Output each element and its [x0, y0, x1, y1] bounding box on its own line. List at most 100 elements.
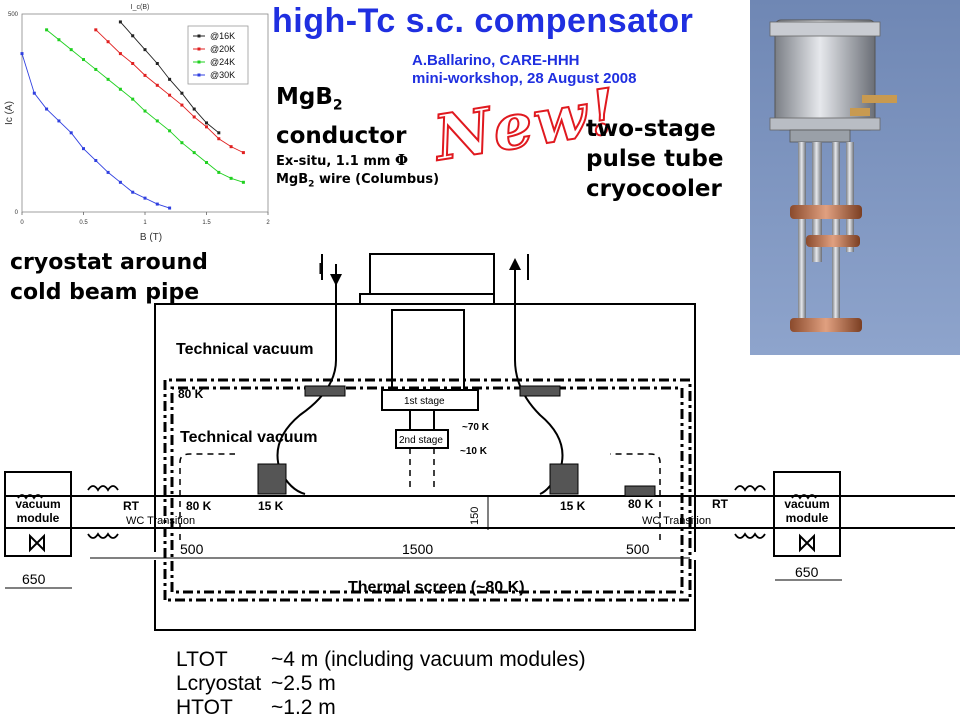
data-point	[168, 206, 172, 210]
label-dim-650-left: 650	[22, 571, 46, 587]
label-dim-1500: 1500	[402, 541, 433, 557]
cryostat-line-1: cryostat around	[10, 250, 208, 275]
data-point	[82, 147, 85, 151]
label-stage-1: 1st stage	[404, 396, 445, 407]
wire-spec-line-2: MgB2 wire (Columbus)	[276, 172, 440, 190]
data-point	[217, 137, 221, 141]
data-point	[155, 119, 159, 123]
conductor-label: MgB2 conductor	[276, 82, 406, 151]
module-left-coil	[17, 494, 43, 500]
current-lead-left	[276, 264, 337, 495]
data-point	[241, 180, 245, 184]
data-point	[45, 28, 49, 32]
data-point	[180, 91, 184, 95]
label-wc-left: WC Transition	[126, 515, 195, 527]
legend-label: @24K	[210, 57, 235, 67]
label-dim-150: 150	[469, 507, 481, 525]
legend-label: @16K	[210, 31, 235, 41]
data-point	[118, 87, 122, 91]
vacuum-module-left	[4, 471, 72, 557]
y-tick-label: 0	[15, 210, 19, 216]
data-point	[118, 52, 122, 56]
data-point	[106, 40, 110, 44]
cryostat-line-2: cold beam pipe	[10, 280, 200, 305]
arrow-up-icon	[509, 258, 521, 270]
label-dim-650-right: 650	[795, 564, 819, 580]
data-point	[192, 115, 196, 119]
data-point	[106, 170, 110, 174]
module-right-coil	[791, 494, 817, 500]
data-point	[229, 176, 233, 180]
chart-title: I_c(B)	[131, 4, 150, 11]
pulse-tube-body	[391, 309, 465, 391]
author-credit: A.Ballarino, CARE-HHH mini-workshop, 28 …	[412, 52, 637, 88]
stage-2-box	[395, 429, 449, 449]
cold-head-flange	[359, 293, 495, 305]
data-point	[143, 73, 147, 77]
summary-value: ~2.5 m	[271, 672, 336, 695]
coil-left-bottom	[87, 532, 119, 539]
credit-line-1: A.Ballarino, CARE-HHH	[412, 52, 580, 69]
inner-screen-left	[179, 453, 235, 540]
data-point	[168, 93, 172, 97]
legend-marker	[197, 60, 201, 64]
outer-vessel-bottom	[154, 560, 696, 631]
data-point	[241, 151, 245, 155]
data-point	[82, 58, 85, 62]
vacuum-module-right	[773, 471, 841, 557]
label-dim-500-right: 500	[626, 541, 650, 557]
label-10k: ~10 K	[460, 446, 488, 457]
wire-spec: Ex-situ, 1.1 mm Φ MgB2 wire (Columbus)	[276, 151, 439, 194]
cryocooler-label: two-stage pulse tube cryocooler	[586, 114, 723, 204]
outer-vessel	[154, 303, 696, 552]
cryostat-schematic: Technical vacuum Technical vacuum 80 K 1…	[4, 253, 955, 631]
cryostat-label: cryostat around cold beam pipe	[10, 248, 208, 308]
data-point	[192, 107, 196, 111]
label-15k-right: 15 K	[560, 499, 586, 513]
x-tick-label: 0	[20, 220, 24, 226]
conductor-line-2: conductor	[276, 122, 407, 149]
label-rt-right: RT	[712, 497, 729, 511]
label-70k: ~70 K	[462, 422, 490, 433]
label-80k-left: 80 K	[186, 499, 212, 513]
data-point	[205, 161, 208, 164]
data-point	[57, 38, 61, 42]
y-tick-label: 500	[8, 12, 19, 18]
label-technical-vacuum-outer: Technical vacuum	[176, 341, 314, 358]
data-point	[131, 190, 135, 194]
anchor-80k-right	[519, 385, 561, 397]
data-point	[229, 145, 233, 149]
anchor-15k-left	[257, 463, 287, 495]
legend-marker	[197, 47, 201, 51]
x-tick-label: 1.5	[202, 220, 211, 226]
data-point	[131, 97, 135, 101]
legend-label: @30K	[210, 70, 235, 80]
x-tick-label: 2	[266, 220, 270, 226]
legend-label: @20K	[210, 44, 235, 54]
coil-right-bottom	[734, 532, 766, 539]
summary-value: ~1.2 m	[271, 696, 336, 719]
data-point	[168, 129, 172, 133]
label-current-right: I	[526, 261, 530, 278]
data-point	[143, 196, 147, 200]
summary-key: Lcryostat	[176, 672, 262, 695]
data-point	[94, 159, 98, 163]
data-point	[168, 77, 172, 81]
cryocooler-line-3: cryocooler	[586, 176, 722, 202]
data-point	[180, 103, 184, 107]
data-point	[155, 202, 159, 206]
label-rt-left: RT	[123, 499, 140, 513]
data-point	[205, 125, 208, 129]
data-point	[57, 119, 61, 123]
label-stage-2: 2nd stage	[399, 435, 443, 446]
data-point	[118, 180, 122, 184]
data-point	[131, 62, 135, 65]
data-point	[106, 77, 110, 81]
data-point	[143, 109, 147, 113]
legend-marker	[197, 73, 201, 77]
data-point	[217, 170, 221, 174]
arrow-down-icon	[330, 274, 342, 286]
